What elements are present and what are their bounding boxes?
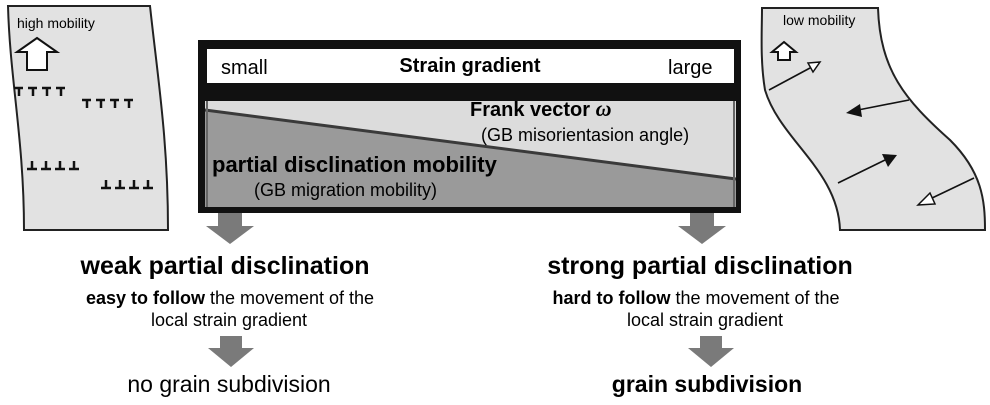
frank-vector-note: (GB misorientasion angle) bbox=[481, 125, 690, 145]
left-emphasis: easy to follow bbox=[85, 288, 205, 308]
strain-small-label: small bbox=[221, 57, 268, 79]
right-outcome: grain subdivision bbox=[611, 371, 803, 397]
up-arrow-icon bbox=[13, 36, 61, 71]
right-grain-panel bbox=[760, 7, 987, 231]
small-up-arrow-icon bbox=[769, 40, 799, 61]
omega-symbol: ω bbox=[595, 96, 612, 121]
left-down-arrow-1 bbox=[206, 213, 254, 244]
mobility-note: (GB migration mobility) bbox=[254, 180, 438, 200]
right-description-line2: local strain gradient bbox=[626, 310, 784, 330]
left-grain-panel bbox=[6, 5, 170, 231]
right-emphasis: hard to follow bbox=[552, 288, 671, 308]
mobility-label: partial disclination mobility bbox=[212, 152, 497, 177]
left-description-line2: local strain gradient bbox=[150, 310, 308, 330]
rotation-vector-3 bbox=[837, 154, 897, 184]
left-outcome: no grain subdivision bbox=[127, 371, 331, 397]
left-line1-rest: the movement of the bbox=[204, 288, 375, 308]
left-heading: weak partial disclination bbox=[80, 252, 370, 280]
dislocation-row-3 bbox=[27, 161, 79, 171]
right-line1-rest: the movement of the bbox=[670, 288, 840, 308]
low-mobility-label: low mobility bbox=[783, 12, 856, 28]
strain-large-label: large bbox=[668, 57, 713, 79]
left-description-line1: easy to follow the movement of the bbox=[86, 289, 374, 307]
strain-gradient-box bbox=[198, 40, 741, 213]
rotation-vector-2 bbox=[846, 99, 910, 117]
right-description-line1: hard to follow the movement of the bbox=[552, 289, 839, 307]
right-heading: strong partial disclination bbox=[547, 252, 853, 280]
mobility-wedge bbox=[205, 110, 736, 207]
rotation-vector-4 bbox=[916, 177, 975, 206]
right-down-arrow-1 bbox=[678, 213, 726, 244]
dislocation-row-4 bbox=[101, 180, 153, 190]
high-mobility-label: high mobility bbox=[17, 15, 95, 31]
frank-vector-label: Frank vector ω bbox=[470, 96, 612, 121]
rotation-vector-1 bbox=[768, 61, 822, 91]
strain-gradient-title: Strain gradient bbox=[399, 55, 541, 77]
frank-vector-text: Frank vector bbox=[470, 99, 591, 121]
right-down-arrow-2 bbox=[688, 336, 734, 367]
dislocation-row-2 bbox=[82, 98, 133, 108]
dislocation-row-1 bbox=[14, 86, 65, 96]
left-down-arrow-2 bbox=[208, 336, 254, 367]
